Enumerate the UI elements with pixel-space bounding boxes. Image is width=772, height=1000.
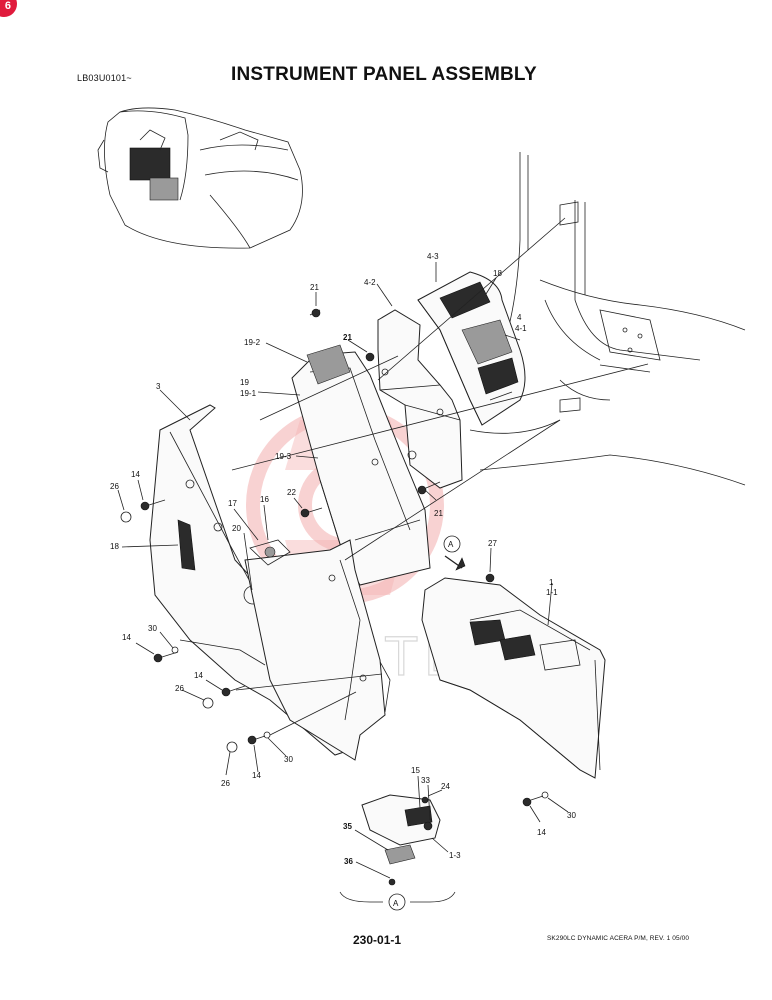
view-arrow xyxy=(388,535,466,911)
callout-4-1: 4-1 xyxy=(515,324,527,333)
callout-21: 21 xyxy=(310,283,319,292)
callout-30-b: 30 xyxy=(284,755,293,764)
callout-18: 18 xyxy=(493,269,502,278)
callout-22: 22 xyxy=(287,488,296,497)
callout-26-c: 26 xyxy=(221,779,230,788)
callout-15: 15 xyxy=(411,766,420,775)
callout-1-3: 1-3 xyxy=(449,851,461,860)
callout-4: 4 xyxy=(517,313,522,322)
document-code: LB03U0101~ xyxy=(77,73,132,83)
callout-1-1: 1-1 xyxy=(546,588,558,597)
callout-21-b: 21 xyxy=(343,333,352,342)
callout-30: 30 xyxy=(148,624,157,633)
callout-labels: 4-3 4-2 18 4 4-1 21 21 19-2 19 19-1 3 19… xyxy=(110,252,576,908)
bracket xyxy=(377,309,463,489)
cab-frame xyxy=(469,152,746,486)
callout-14: 14 xyxy=(131,470,140,479)
page-number: 230-01-1 xyxy=(353,933,402,947)
callout-18-b: 18 xyxy=(110,542,119,551)
callout-a: A xyxy=(448,540,454,549)
callout-35: 35 xyxy=(343,822,352,831)
callout-24: 24 xyxy=(441,782,450,791)
lower-side-panel xyxy=(244,539,386,761)
callout-4-2: 4-2 xyxy=(364,278,376,287)
callout-30-c: 30 xyxy=(567,811,576,820)
callout-16: 16 xyxy=(260,495,269,504)
callout-1: 1 xyxy=(549,578,554,587)
callout-14-e: 14 xyxy=(537,828,546,837)
leader-lines xyxy=(117,217,649,879)
callout-a-b: A xyxy=(393,899,399,908)
callout-14-c: 14 xyxy=(194,671,203,680)
callout-33: 33 xyxy=(421,776,430,785)
switch-panel-detail xyxy=(339,794,456,903)
callout-19-3: 19-3 xyxy=(275,452,292,461)
callout-4-3: 4-3 xyxy=(427,252,439,261)
callout-3: 3 xyxy=(156,382,161,391)
corner-badge: 6 xyxy=(0,0,17,17)
revision-note: SK290LC DYNAMIC ACERA P/M, REV. 1 05/00 xyxy=(547,935,690,942)
callout-21-c: 21 xyxy=(434,509,443,518)
callout-36: 36 xyxy=(344,857,353,866)
key-location-inset xyxy=(97,107,303,249)
callout-26: 26 xyxy=(110,482,119,491)
callout-27: 27 xyxy=(488,539,497,548)
right-console xyxy=(421,577,606,779)
callout-19: 19 xyxy=(240,378,249,387)
callout-20: 20 xyxy=(232,524,241,533)
callout-19-2: 19-2 xyxy=(244,338,261,347)
callout-14-d: 14 xyxy=(252,771,261,780)
page-title: INSTRUMENT PANEL ASSEMBLY xyxy=(231,64,537,85)
rear-console xyxy=(417,271,526,426)
fasteners xyxy=(120,308,549,886)
callout-14-b: 14 xyxy=(122,633,131,642)
callout-26-b: 26 xyxy=(175,684,184,693)
callout-19-1: 19-1 xyxy=(240,389,257,398)
callout-17: 17 xyxy=(228,499,237,508)
